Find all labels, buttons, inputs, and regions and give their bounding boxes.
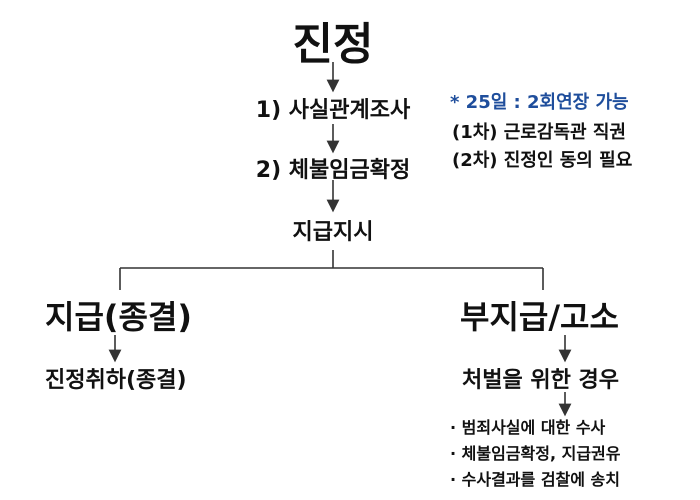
right-bullet-2: · 체불임금확정, 지급권유 <box>450 444 621 463</box>
step-fact-investigation: 1) 사실관계조사 <box>255 98 411 123</box>
step-unpaid-wage-confirmation: 2) 체불임금확정 <box>255 158 411 183</box>
left-branch-result: 진정취하(종결) <box>45 368 187 393</box>
right-branch-sub: 처벌을 위한 경우 <box>462 368 619 393</box>
note-headline: * 25일 : 2회연장 가능 <box>450 92 629 113</box>
diagram-title: 진정 <box>292 19 374 70</box>
right-branch-heading: 부지급/고소 <box>460 298 619 336</box>
note-line-2: (2차) 진정인 동의 필요 <box>452 150 633 171</box>
step-payment-directive: 지급지시 <box>292 220 374 245</box>
right-bullet-1: · 범죄사실에 대한 수사 <box>450 418 606 437</box>
note-line-1: (1차) 근로감독관 직권 <box>452 122 626 143</box>
right-bullet-3: · 수사결과를 검찰에 송치 <box>450 470 620 489</box>
left-branch-heading: 지급(종결) <box>45 298 193 336</box>
